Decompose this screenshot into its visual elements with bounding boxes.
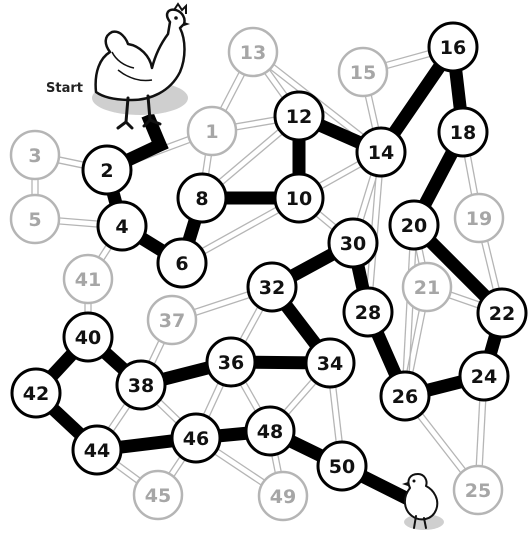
node-36: 36 [207, 338, 255, 386]
node-label: 12 [286, 106, 312, 128]
chick-icon [402, 474, 444, 530]
node-label: 8 [195, 188, 208, 210]
node-label: 21 [414, 277, 440, 299]
node-3: 3 [11, 131, 59, 179]
node-24: 24 [460, 352, 508, 400]
node-1: 1 [188, 107, 236, 155]
node-21: 21 [403, 263, 451, 311]
node-label: 24 [471, 366, 497, 388]
node-45: 45 [134, 471, 182, 519]
node-label: 10 [286, 188, 312, 210]
node-25: 25 [454, 466, 502, 514]
node-label: 41 [75, 269, 101, 291]
node-8: 8 [178, 174, 226, 222]
hen-icon [92, 4, 190, 128]
node-label: 15 [350, 62, 376, 84]
node-label: 42 [23, 383, 49, 405]
node-label: 5 [28, 209, 41, 231]
node-26: 26 [381, 372, 429, 420]
node-label: 28 [355, 302, 381, 324]
node-37: 37 [148, 296, 196, 344]
node-label: 49 [270, 486, 296, 508]
node-20: 20 [390, 201, 438, 249]
node-label: 36 [218, 352, 244, 374]
node-label: 32 [259, 277, 285, 299]
node-label: 45 [145, 485, 171, 507]
node-label: 50 [329, 456, 355, 478]
node-32: 32 [248, 263, 296, 311]
node-10: 10 [275, 174, 323, 222]
node-46: 46 [172, 414, 220, 462]
node-12: 12 [275, 92, 323, 140]
node-5: 5 [11, 195, 59, 243]
node-label: 22 [489, 303, 515, 325]
node-50: 50 [318, 442, 366, 490]
node-label: 37 [159, 310, 185, 332]
node-layer: 1234568101213141516181920212224252628303… [11, 23, 526, 520]
node-label: 25 [465, 480, 491, 502]
node-15: 15 [339, 48, 387, 96]
node-40: 40 [64, 313, 112, 361]
node-label: 18 [450, 122, 476, 144]
node-13: 13 [229, 28, 277, 76]
node-label: 34 [317, 353, 343, 375]
node-42: 42 [12, 369, 60, 417]
node-label: 13 [240, 42, 266, 64]
node-2: 2 [83, 146, 131, 194]
node-label: 44 [84, 440, 110, 462]
node-label: 1 [205, 121, 218, 143]
node-label: 40 [75, 327, 101, 349]
node-label: 6 [175, 253, 188, 275]
node-label: 16 [440, 37, 466, 59]
node-28: 28 [344, 288, 392, 336]
node-label: 19 [466, 208, 492, 230]
node-label: 30 [340, 233, 366, 255]
node-30: 30 [329, 219, 377, 267]
node-label: 38 [128, 375, 154, 397]
node-44: 44 [73, 426, 121, 474]
node-14: 14 [357, 128, 405, 176]
node-38: 38 [117, 361, 165, 409]
node-label: 4 [115, 216, 128, 238]
node-label: 26 [392, 386, 418, 408]
node-4: 4 [98, 202, 146, 250]
node-41: 41 [64, 255, 112, 303]
node-label: 3 [28, 145, 41, 167]
node-34: 34 [306, 339, 354, 387]
node-48: 48 [246, 407, 294, 455]
node-label: 20 [401, 215, 427, 237]
node-6: 6 [158, 239, 206, 287]
start-label: Start [46, 81, 83, 96]
node-label: 2 [100, 160, 113, 182]
node-label: 48 [257, 421, 283, 443]
node-label: 46 [183, 428, 209, 450]
node-16: 16 [429, 23, 477, 71]
node-18: 18 [439, 108, 487, 156]
node-22: 22 [478, 289, 526, 337]
node-label: 14 [368, 142, 394, 164]
node-49: 49 [259, 472, 307, 520]
node-19: 19 [455, 194, 503, 242]
